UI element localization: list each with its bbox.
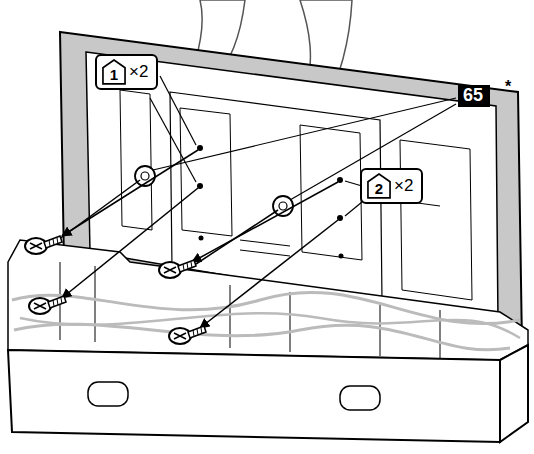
part-number: 65 (463, 85, 483, 105)
quantity-text: ×2 (129, 62, 148, 82)
packing-box (8, 240, 528, 442)
quantity-text: ×2 (394, 176, 413, 196)
screw-guides (58, 150, 338, 328)
screw-type-icon: 2 (367, 173, 391, 199)
footnote-mark: * (505, 78, 511, 96)
leader-lines (150, 76, 456, 216)
part-number-badge: 65 (458, 85, 490, 107)
screw-callout: ×2 2 (360, 168, 423, 204)
screw-type-icon: 1 (102, 59, 126, 85)
screw-callout: ×2 1 (95, 54, 158, 90)
screw-number: 1 (110, 66, 118, 85)
screws (25, 236, 206, 344)
screw-number: 2 (375, 180, 383, 199)
